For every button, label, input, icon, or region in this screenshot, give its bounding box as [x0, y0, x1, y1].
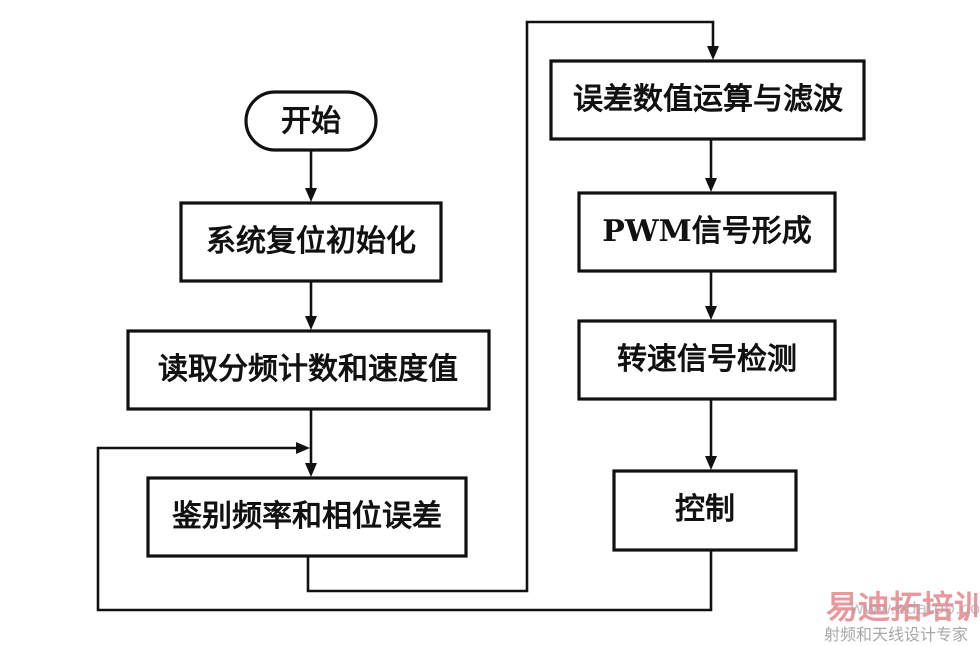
identify-label: 鉴别频率和相位误差	[171, 499, 442, 534]
compute-box	[549, 59, 866, 141]
arrowhead-icon	[305, 463, 317, 477]
watermark-brand: 易迪拓培训	[826, 588, 980, 626]
read-box	[126, 329, 491, 411]
watermark-url: www.edatop.com	[850, 599, 980, 619]
detect-box	[577, 319, 837, 401]
arrowhead-icon	[705, 456, 717, 470]
pwm-label: PWM信号形成	[602, 214, 811, 249]
arrowhead-icon	[705, 178, 717, 192]
detect-label: 转速信号检测	[617, 342, 797, 377]
arrowhead-icon	[705, 306, 717, 320]
control-label: 控制	[675, 492, 735, 527]
reset-label: 系统复位初始化	[206, 224, 416, 259]
arrowhead-icon	[305, 188, 317, 202]
feedback-loop-line	[96, 446, 713, 612]
pwm-box	[577, 191, 837, 273]
identify-box	[146, 476, 468, 558]
connector-identify-compute	[306, 20, 715, 593]
control-box	[612, 469, 798, 552]
watermark-tagline: 射频和天线设计专家	[824, 625, 968, 644]
start-label: 开始	[281, 104, 341, 139]
watermark: 易迪拓培训 www.edatop.com 射频和天线设计专家	[824, 588, 980, 644]
arrowhead-icon	[305, 316, 317, 330]
compute-label: 误差数值运算与滤波	[573, 82, 844, 117]
reset-box	[179, 201, 443, 283]
arrowhead-icon	[707, 46, 719, 60]
arrowhead-icon	[296, 442, 310, 454]
read-label: 读取分频计数和速度值	[158, 352, 458, 387]
